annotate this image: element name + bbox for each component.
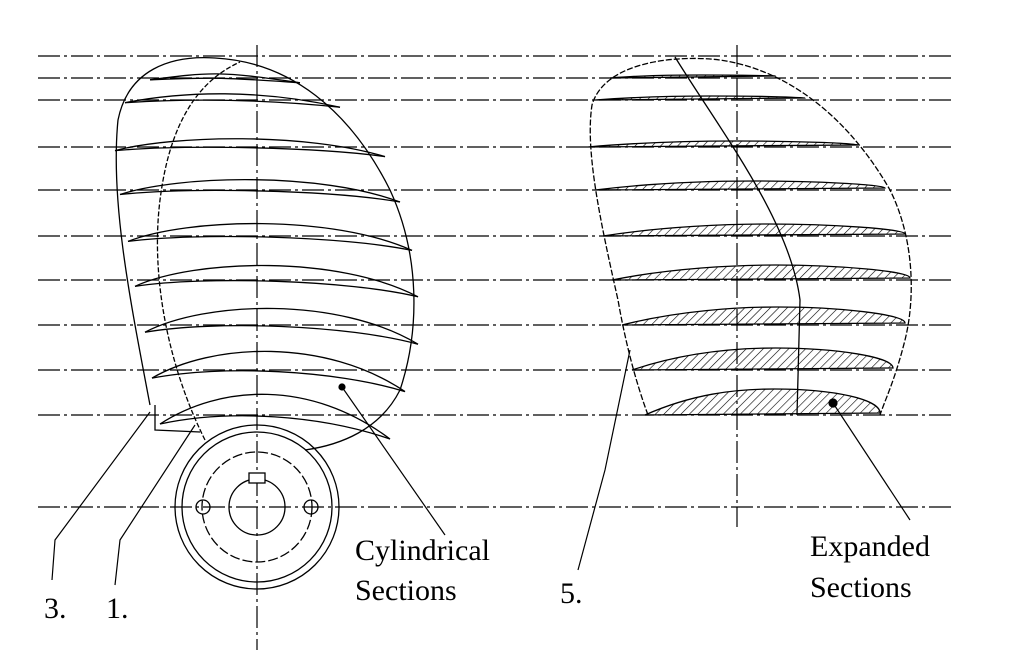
cylindrical-section-face	[114, 146, 386, 158]
cylindrical-section	[124, 93, 341, 108]
cylindrical-sections-label-2: Sections	[355, 574, 457, 607]
cylindrical-section	[159, 393, 391, 440]
cylindrical-section-face	[124, 99, 341, 108]
cylindrical-section-face	[149, 77, 301, 84]
reference-5: 5.	[560, 577, 583, 610]
expanded-section	[602, 223, 906, 237]
left-blade-projection	[114, 56, 419, 451]
cylindrical-section	[119, 179, 401, 203]
expanded-section	[611, 264, 911, 281]
expanded-sections-label-2: Sections	[810, 571, 912, 604]
cylindrical-section	[149, 73, 301, 84]
cylindrical-section-face	[134, 279, 419, 298]
left-blade-outline	[115, 56, 415, 451]
left-blade-outline-inner	[156, 61, 241, 441]
cylindrical-sections	[114, 73, 419, 440]
leader-lines	[51, 349, 911, 586]
cylindrical-section-face	[159, 415, 391, 440]
cylindrical-section-face	[144, 325, 419, 345]
right-blade-outline	[589, 57, 912, 416]
cylindrical-section-face	[151, 370, 406, 393]
cylindrical-section-face	[119, 189, 401, 203]
expanded-section	[594, 180, 886, 191]
expanded-section	[644, 388, 881, 416]
cylindrical-sections-label-1: Cylindrical	[355, 534, 490, 567]
cylindrical-section-face	[127, 235, 413, 252]
hub	[174, 424, 340, 590]
hub-bolt-right	[303, 499, 319, 515]
cylindrical-section	[114, 138, 386, 158]
expanded-sections	[587, 74, 911, 416]
cylindrical-section	[127, 222, 413, 251]
right-blade-expanded	[587, 56, 912, 416]
expanded-section	[594, 95, 806, 101]
hub-bolt-left	[195, 499, 211, 515]
expanded-section	[621, 306, 906, 326]
cylindrical-section	[144, 307, 419, 345]
expanded-section	[631, 347, 894, 371]
expanded-sections-label-1: Expanded	[810, 530, 930, 563]
expanded-section	[587, 140, 859, 148]
cylindrical-section	[151, 350, 406, 393]
reference-1: 1.	[106, 592, 129, 625]
cylindrical-section	[134, 264, 419, 298]
expanded-section	[609, 74, 776, 79]
reference-3: 3.	[44, 592, 67, 625]
